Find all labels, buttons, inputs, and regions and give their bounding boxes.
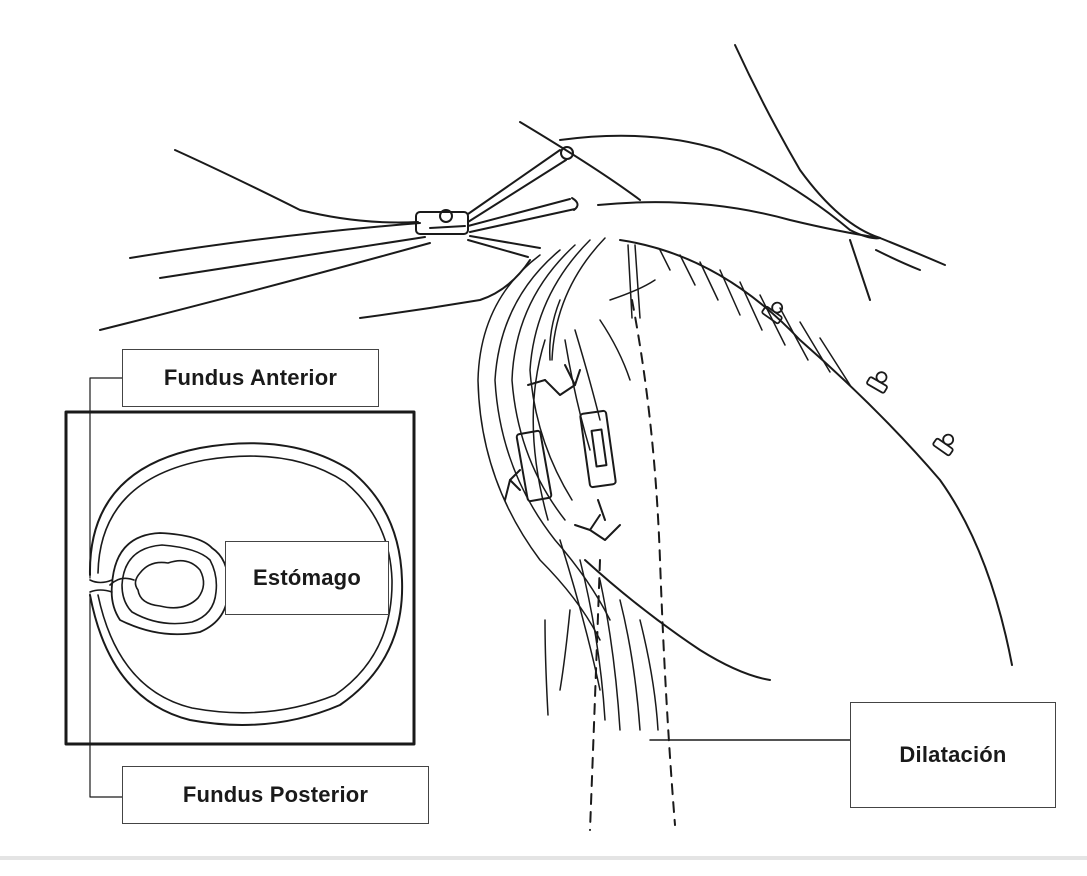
suture-pledgets	[505, 365, 620, 540]
surface-clips	[762, 298, 960, 456]
stomach-outline	[585, 240, 1012, 680]
esophagus-dashed-lines	[590, 300, 675, 830]
dilatacion-label: Dilatación	[850, 702, 1056, 808]
fundus-anterior-label: Fundus Anterior	[122, 349, 379, 407]
grasper-instrument	[100, 122, 640, 330]
bottom-divider	[0, 856, 1087, 860]
fundus-posterior-label: Fundus Posterior	[122, 766, 429, 824]
fundus-wrap	[478, 238, 850, 730]
liver-edge	[360, 45, 945, 318]
estomago-label: Estómago	[225, 541, 389, 615]
